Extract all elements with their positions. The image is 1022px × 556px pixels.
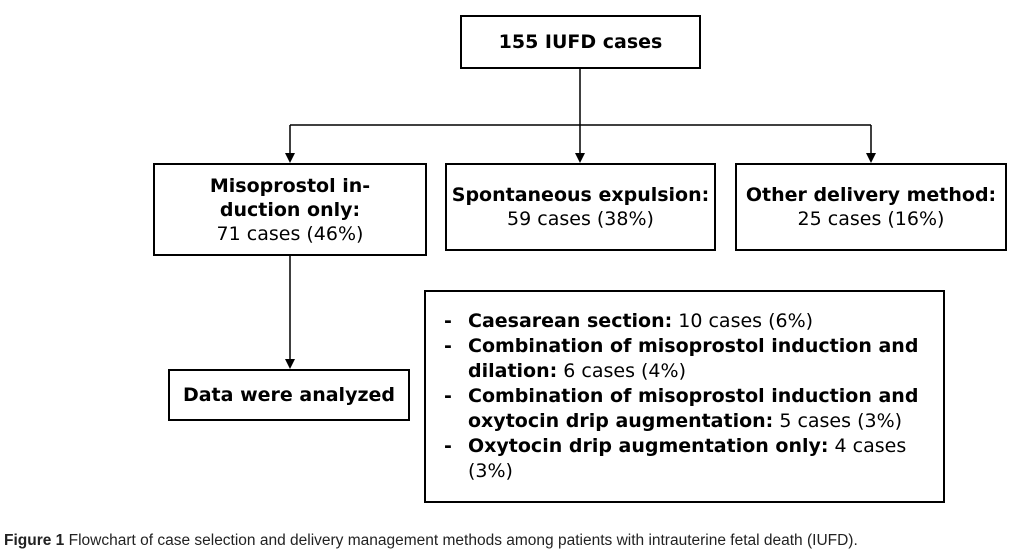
detail-dash: - — [444, 310, 452, 332]
figure-caption-text: Flowchart of case selection and delivery… — [64, 532, 858, 549]
detail-dash: - — [444, 435, 452, 457]
root-node-label: 155 IUFD cases — [498, 31, 663, 53]
detail-count: 4 cases (3%) — [468, 435, 907, 482]
detail-label: Caesarean section: — [468, 310, 673, 332]
detail-item-caesarean: -Caesarean section: 10 cases (6%) — [444, 309, 923, 334]
detail-dash: - — [444, 385, 452, 407]
detail-item-misoprostol-oxytocin: -Combination of misoprostol induction an… — [444, 384, 923, 434]
analyzed-node-label: Data were analyzed — [182, 384, 396, 406]
detail-label: Combination of misoprostol induction and… — [468, 335, 919, 382]
detail-item-misoprostol-dilation: -Combination of misoprostol induction an… — [444, 334, 923, 384]
detail-label: Oxytocin drip augmentation only: — [468, 435, 829, 457]
spontaneous-node-count: 59 cases (38%) — [507, 208, 654, 230]
other-method-details-list: -Caesarean section: 10 cases (6%) -Combi… — [444, 309, 923, 484]
other-method-node-title: Other delivery method: — [745, 184, 997, 206]
figure-caption-label: Figure 1 — [4, 532, 65, 549]
spontaneous-node-title: Spontaneous expulsion: — [451, 184, 710, 206]
misoprostol-node-title: Misoprostol in- duction only: — [209, 174, 371, 221]
detail-count: 6 cases (4%) — [557, 360, 686, 382]
other-method-node-count: 25 cases (16%) — [797, 208, 945, 230]
detail-count: 10 cases (6%) — [672, 310, 814, 332]
detail-item-oxytocin-only: -Oxytocin drip augmentation only: 4 case… — [444, 434, 923, 484]
figure-caption: Figure 1 Flowchart of case selection and… — [4, 532, 858, 550]
spontaneous-node-box: Spontaneous expulsion: 59 cases (38%) — [445, 163, 716, 251]
other-method-node-box: Other delivery method: 25 cases (16%) — [735, 163, 1007, 251]
detail-label: Combination of misoprostol induction and… — [468, 385, 919, 432]
detail-count: 5 cases (3%) — [773, 410, 903, 432]
other-method-details-box: -Caesarean section: 10 cases (6%) -Combi… — [424, 290, 945, 503]
detail-dash: - — [444, 335, 452, 357]
misoprostol-node-count: 71 cases (46%) — [216, 222, 364, 245]
misoprostol-node-box: Misoprostol in- duction only: 71 cases (… — [153, 163, 427, 256]
root-node-box: 155 IUFD cases — [460, 15, 701, 69]
analyzed-node-box: Data were analyzed — [168, 369, 410, 421]
